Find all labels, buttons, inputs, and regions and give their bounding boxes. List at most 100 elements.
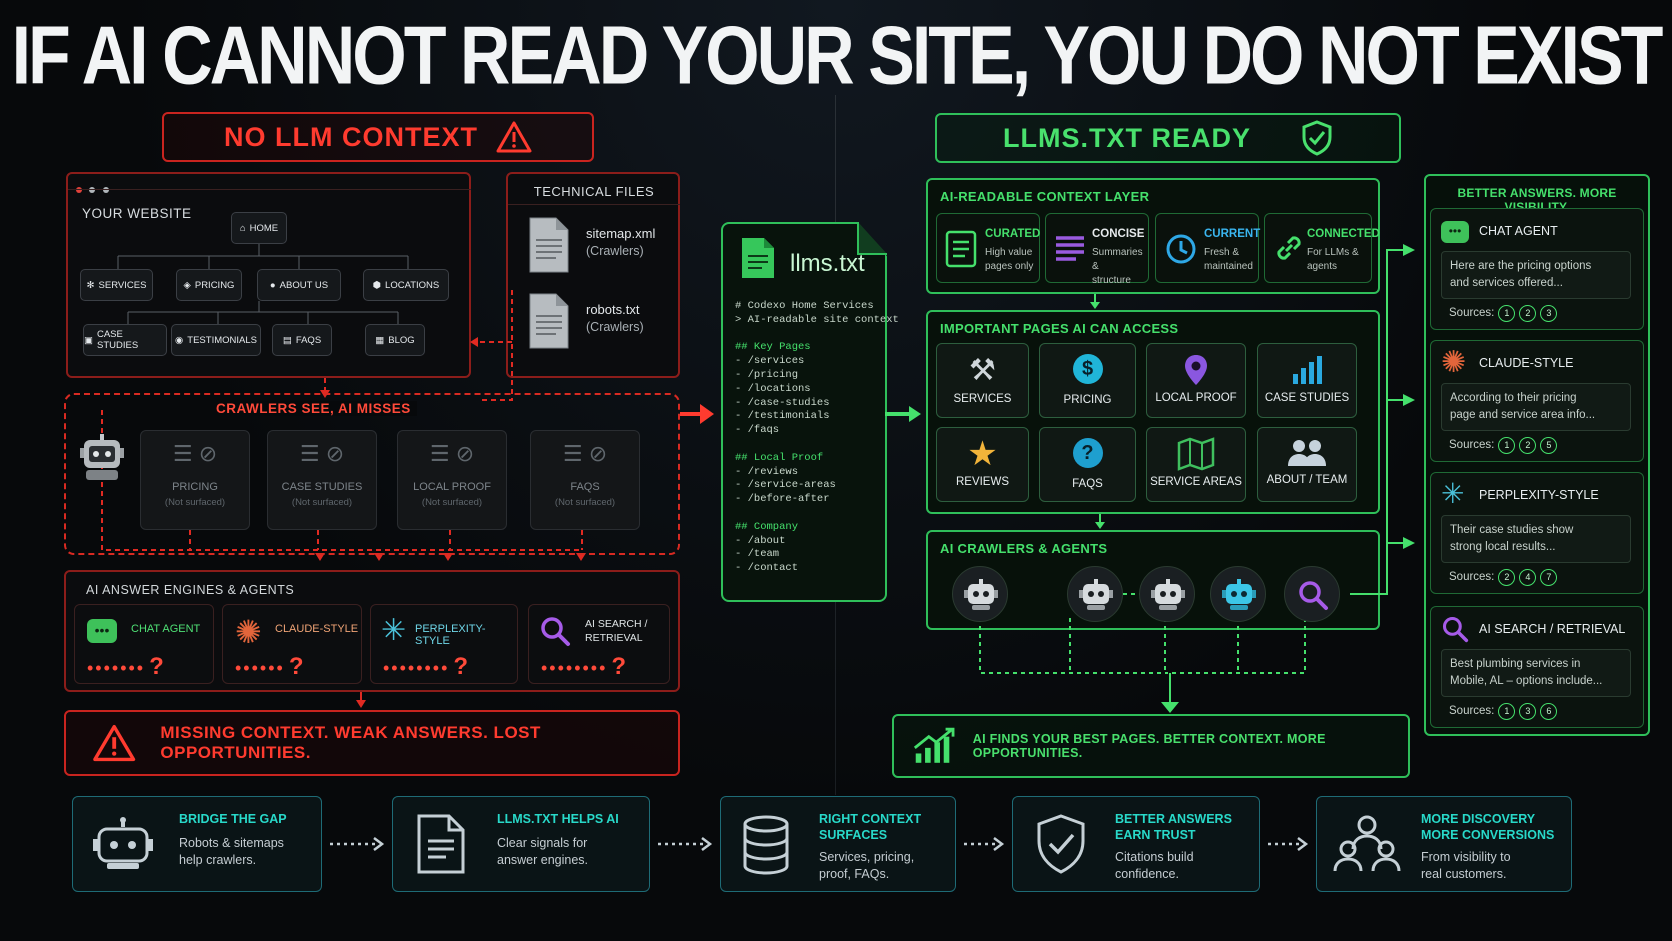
llms-line: - /contact: [735, 562, 799, 575]
engine-ai-search[interactable]: AI SEARCH / RETRIEVAL ••••••••?: [528, 604, 670, 684]
hidden-page-name: CASE STUDIES: [281, 481, 363, 493]
site-node-services[interactable]: ✻SERVICES: [80, 269, 153, 301]
site-tree-lines: [117, 244, 409, 324]
no-llm-context-banner: NO LLM CONTEXT: [162, 112, 594, 162]
crawler-search: [1284, 566, 1340, 622]
sitemap-filename: sitemap.xml: [586, 226, 656, 241]
site-node-label: PRICING: [194, 279, 235, 291]
robot-icon: [964, 579, 998, 610]
page-tile-local-proof[interactable]: LOCAL PROOF: [1146, 343, 1246, 418]
page-tile-about-team[interactable]: ABOUT / TEAM: [1257, 427, 1357, 502]
page-tile-service-areas[interactable]: SERVICE AREAS: [1146, 427, 1246, 502]
location-icon: ⬢: [372, 279, 382, 291]
user-icon: ●: [269, 279, 276, 291]
answer-card-name: CLAUDE-STYLE: [1479, 356, 1574, 370]
document-icon: [417, 814, 465, 874]
tag-icon: ◈: [183, 279, 191, 291]
technical-files-panel: TECHNICAL FILES sitemap.xml (Crawlers) r…: [506, 172, 680, 378]
chat-agent-icon: •••: [1441, 221, 1469, 243]
site-node-home[interactable]: ⌂HOME: [231, 212, 287, 244]
site-node-case-studies[interactable]: ▣CASE STUDIES: [83, 324, 167, 356]
chat-agent-icon: •••: [87, 619, 117, 643]
missing-answer-indicator: ••••••?: [235, 653, 306, 680]
context-item-title: CONCISE: [1092, 228, 1145, 240]
page-tile-case-studies[interactable]: CASE STUDIES: [1257, 343, 1357, 418]
site-node-pricing[interactable]: ◈PRICING: [176, 269, 242, 301]
llms-line: - /service-areas: [735, 479, 836, 492]
missing-answer-indicator: •••••••?: [87, 653, 166, 680]
page-tile-label: FAQS: [1072, 478, 1103, 490]
missing-answer-indicator: ••••••••?: [383, 653, 471, 680]
page-tile-reviews[interactable]: ★ REVIEWS: [936, 427, 1029, 502]
hidden-page-case-studies: ☰ ⊘ CASE STUDIES (Not surfaced): [267, 430, 377, 530]
lines-icon: [1056, 236, 1084, 261]
warning-icon: [496, 121, 532, 153]
site-node-about-us[interactable]: ●ABOUT US: [257, 269, 341, 301]
hidden-page-note: (Not surfaced): [291, 497, 353, 508]
page-tile-faqs[interactable]: ? FAQS: [1039, 427, 1136, 502]
site-node-label: SERVICES: [98, 279, 147, 291]
warning-icon: [93, 724, 136, 762]
engine-chat-agent[interactable]: ••• CHAT AGENT •••••••?: [74, 604, 214, 684]
site-node-blog[interactable]: ▦BLOG: [365, 324, 425, 356]
page-tile-services[interactable]: ⚒ SERVICES: [936, 343, 1029, 418]
location-pin-icon: [1185, 355, 1207, 385]
page-tile-pricing[interactable]: $ PRICING: [1039, 343, 1136, 418]
hidden-page-note: (Not surfaced): [164, 497, 226, 508]
site-node-locations[interactable]: ⬢LOCATIONS: [363, 269, 449, 301]
engine-claude-style[interactable]: ✺ CLAUDE-STYLE ••••••?: [222, 604, 362, 684]
robot-icon: [1151, 579, 1185, 610]
llms-line: - /testimonials: [735, 410, 830, 423]
site-node-faqs[interactable]: ▤FAQS: [272, 324, 332, 356]
users-icon: [1333, 815, 1401, 872]
map-icon: [1177, 437, 1215, 471]
llms-txt-file: [721, 222, 887, 602]
step-title: LLMS.TXT HELPS AI: [497, 812, 619, 826]
hidden-page-local-proof: ☰ ⊘ LOCAL PROOF (Not surfaced): [397, 430, 507, 530]
llms-line: - /reviews: [735, 465, 799, 478]
crawlers-agents-label: AI CRAWLERS & AGENTS: [940, 541, 1108, 556]
answer-card-ai-search[interactable]: AI SEARCH / RETRIEVAL Best plumbing serv…: [1430, 606, 1644, 728]
crawlers-see-zone: [64, 393, 680, 555]
dollar-icon: $: [1072, 354, 1103, 384]
crawler-bot-1: [952, 566, 1008, 622]
context-item-desc: Fresh &maintained: [1204, 247, 1253, 272]
site-node-testimonials[interactable]: ◉TESTIMONIALS: [171, 324, 261, 356]
file-icon: [529, 217, 569, 273]
tools-icon: ⚒: [969, 354, 996, 387]
home-icon: ⌂: [239, 222, 246, 234]
claude-burst-icon: ✺: [235, 614, 262, 650]
answer-card-perplexity-style[interactable]: ✳ PERPLEXITY-STYLE Their case studies sh…: [1430, 472, 1644, 594]
gear-icon: ✻: [86, 279, 95, 291]
hidden-page-note: (Not surfaced): [554, 497, 616, 508]
llms-file-title: llms.txt: [790, 250, 865, 277]
llms-ready-label: LLMS.TXT READY: [1003, 122, 1251, 153]
context-item-concise: CONCISE Summaries &structure: [1045, 213, 1149, 286]
context-item-current: CURRENT Fresh &maintained: [1155, 213, 1261, 283]
refresh-clock-icon: [1166, 234, 1196, 264]
hidden-page-faqs: ☰ ⊘ FAQS (Not surfaced): [530, 430, 640, 530]
site-node-label: ABOUT US: [279, 279, 329, 291]
llms-line: ## Company: [735, 520, 799, 533]
context-item-title: CURRENT: [1204, 228, 1261, 240]
llms-line: ## Local Proof: [735, 451, 824, 464]
link-icon: [1277, 236, 1301, 260]
answer-card-chat-agent[interactable]: ••• CHAT AGENT Here are the pricing opti…: [1430, 208, 1644, 330]
llms-line: # Codexo Home Services: [735, 300, 874, 312]
site-node-label: BLOG: [388, 334, 415, 346]
crawlers-see-label: CRAWLERS SEE, AI MISSES: [210, 401, 417, 416]
answer-card-claude-style[interactable]: ✺ CLAUDE-STYLE According to their pricin…: [1430, 340, 1644, 462]
your-website-label: YOUR WEBSITE: [82, 206, 192, 221]
engine-perplexity-style[interactable]: ✳ PERPLEXITY-STYLE ••••••••?: [370, 604, 518, 684]
llms-line: - /before-after: [735, 493, 830, 506]
growth-chart-icon: [913, 727, 955, 763]
hidden-page-name: FAQS: [570, 481, 600, 493]
